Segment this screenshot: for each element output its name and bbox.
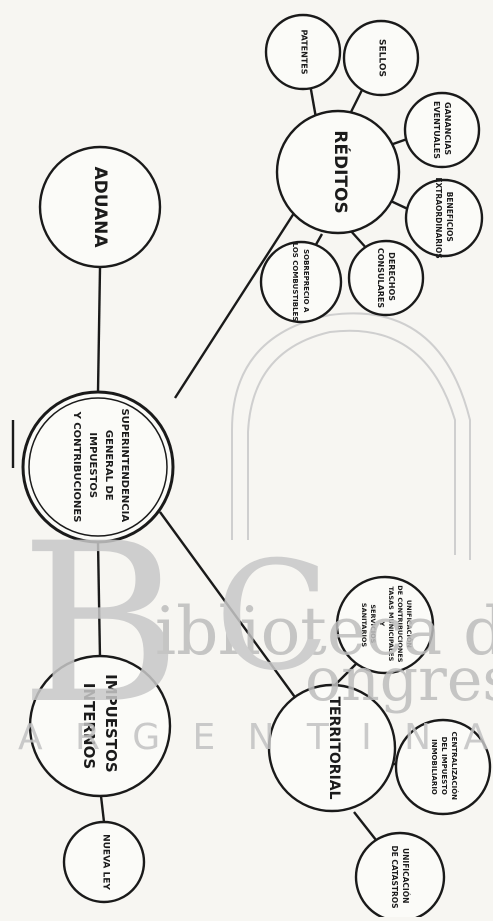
watermark-biblioteca: iblioteca del <box>155 593 493 670</box>
node-labels: ADUANA SUPERINTENDENCIA GENERAL DE IMPUE… <box>71 30 459 909</box>
patentes-label: PATENTES <box>300 30 309 75</box>
line-center-territorial <box>159 511 298 701</box>
patentes-circle <box>264 13 342 91</box>
sellos-circle <box>342 19 420 97</box>
aduana-label: ADUANA <box>90 166 110 248</box>
ganancias-label: GANANCIAS EVENTUALES <box>432 101 452 159</box>
watermark-congreso: ongreso <box>305 645 493 715</box>
reditos-circle <box>275 109 401 235</box>
territorial-circle <box>267 683 397 813</box>
ganancias-circle <box>403 91 481 169</box>
nueva-ley-circle <box>62 820 146 904</box>
center-label: SUPERINTENDENCIA GENERAL DE IMPUESTOS Y … <box>71 408 130 525</box>
unificacion-contribuciones-label: UNIFICACIÓN DE CONTRIBUCIONES TASAS MUNI… <box>360 585 414 664</box>
impuestos-internos-label: IMPUESTOS INTERNOS <box>80 674 120 778</box>
watermark-initial-c: C <box>215 530 330 704</box>
beneficios-circle <box>404 178 484 258</box>
center-inner-circle <box>28 397 168 537</box>
line-territorial-catastros <box>353 811 377 841</box>
centralizacion-label: CENTRALIZACIÓN DEL IMPUESTO INMOBILIARIO <box>430 732 459 803</box>
watermark-dome <box>231 312 471 560</box>
sellos-label: SELLOS <box>377 39 387 77</box>
beneficios-label: BENEFICIOS EXTRAORDINARIOS <box>434 177 454 258</box>
line-center-aduana <box>96 267 102 393</box>
aduana-circle <box>38 145 162 269</box>
reditos-label: RÉDITOS <box>330 130 352 213</box>
territorial-label: TERRITORIAL <box>326 696 342 799</box>
unificacion-catastros-label: UNIFICACIÓN DE CATASTROS <box>390 845 410 908</box>
line-reditos-patentes <box>308 83 318 119</box>
line-center-internos <box>96 541 102 659</box>
line-center-reditos <box>173 209 298 399</box>
unificacion-contribuciones-circle <box>335 575 435 675</box>
line-internos-nueva-ley <box>99 795 106 823</box>
derechos-label: DERECHOS CONSULARES <box>376 248 396 309</box>
derechos-circle <box>347 239 425 317</box>
impuestos-internos-circle <box>28 654 172 798</box>
centralizacion-circle <box>394 718 492 816</box>
watermark-argentina: A R G E N T I N A <box>18 717 488 758</box>
node-circles <box>21 13 492 921</box>
nueva-ley-label: NUEVA LEY <box>101 834 111 890</box>
sobreprecio-circle <box>259 240 343 324</box>
sobreprecio-label: SOBREPRECIO A LOS COMBUSTIBLES <box>291 243 310 322</box>
watermark-initial-b: B <box>20 496 182 752</box>
unificacion-catastros-circle <box>354 831 446 921</box>
watermark: B iblioteca del C ongreso A R G E N T I … <box>18 496 493 758</box>
